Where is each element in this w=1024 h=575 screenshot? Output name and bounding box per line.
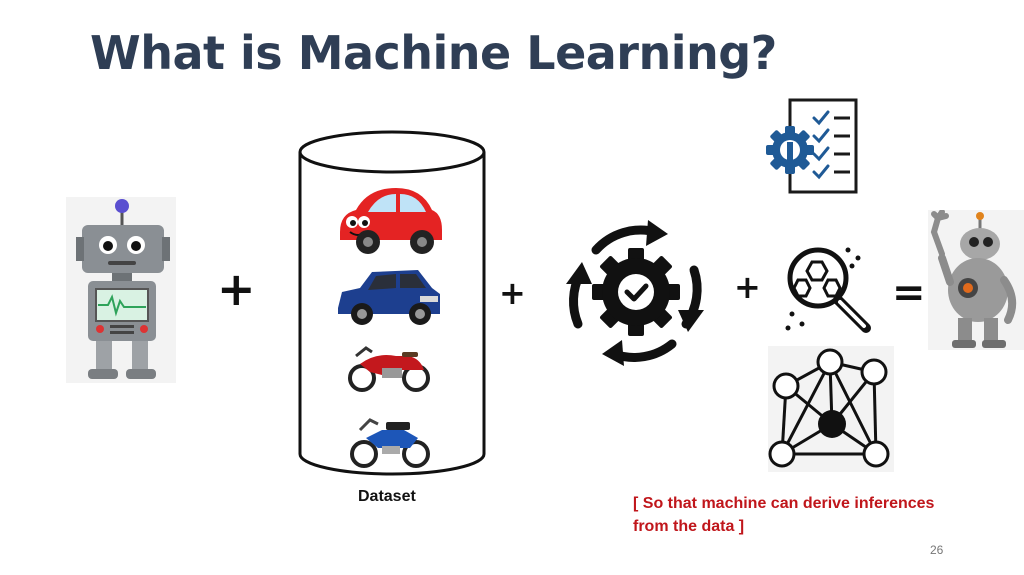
robot-image: [66, 197, 176, 383]
blue-suv-image: [334, 262, 444, 337]
equals-operator: =: [892, 270, 926, 316]
red-car-image: [334, 180, 446, 265]
plus-operator: +: [734, 268, 761, 306]
pattern-magnifier-icon: [782, 244, 876, 341]
process-gear-icon: [556, 214, 716, 375]
network-graph-icon: [768, 346, 894, 472]
waving-robot-image: [928, 209, 1024, 350]
inference-note: [ So that machine can derive inferences …: [633, 495, 935, 535]
plus-operator: +: [499, 274, 526, 312]
dataset-label: Dataset: [358, 488, 416, 505]
red-motorcycle-image: [346, 338, 432, 399]
blue-motorcycle-image: [348, 408, 432, 475]
checklist-gear-icon: [764, 98, 860, 199]
page-number: 26: [930, 543, 944, 557]
slide-title: What is Machine Learning?: [90, 26, 777, 80]
plus-operator: +: [217, 262, 256, 316]
